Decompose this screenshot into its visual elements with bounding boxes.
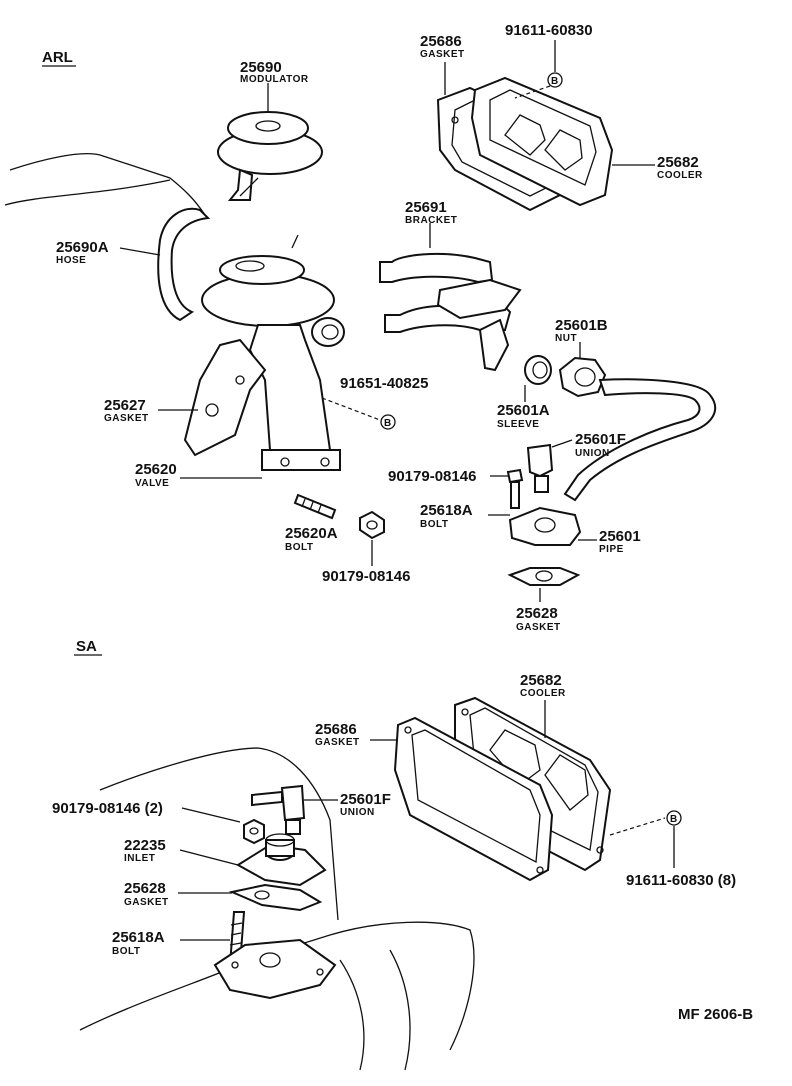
label-25620A-name: BOLT xyxy=(285,542,313,553)
sa-manifold-flange xyxy=(213,938,337,1000)
nut-25601B-part xyxy=(558,356,607,398)
pipe-flange-part xyxy=(508,506,582,546)
sa-label-25628-num: 25628 xyxy=(124,880,166,897)
sa-label-25601F-name: UNION xyxy=(340,807,375,818)
callout-b-2: B xyxy=(551,76,559,87)
sa-label-25686-name: GASKET xyxy=(315,737,360,748)
label-25601-name: PIPE xyxy=(599,544,624,555)
label-25601B-name: NUT xyxy=(555,333,577,344)
label-25601A-num: 25601A xyxy=(497,402,550,419)
sa-label-25686-num: 25686 xyxy=(315,721,357,738)
label-25601F-num: 25601F xyxy=(575,431,626,448)
hose-part xyxy=(157,207,211,322)
label-25618A-name: BOLT xyxy=(420,519,448,530)
sa-gasket-25628-part xyxy=(228,883,323,912)
diagram-code: MF 2606-B xyxy=(678,1006,753,1023)
label-25682-num: 25682 xyxy=(657,154,699,171)
label-25620-num: 25620 xyxy=(135,461,177,478)
sa-label-25628-name: GASKET xyxy=(124,897,169,908)
sa-label-91611-num: 91611-60830 (8) xyxy=(626,872,736,889)
sa-inlet-part xyxy=(236,833,327,887)
sleeve-25601A-part xyxy=(524,355,552,385)
label-25601B-num: 25601B xyxy=(555,317,608,334)
sa-label-25618A-name: BOLT xyxy=(112,946,140,957)
gasket-25628-part xyxy=(507,567,581,586)
label-90179-b-num: 90179-08146 xyxy=(322,568,410,585)
label-25601A-name: SLEEVE xyxy=(497,419,539,430)
label-25628-num: 25628 xyxy=(516,605,558,622)
sa-label-25682-name: COOLER xyxy=(520,688,566,699)
label-25690A-num: 25690A xyxy=(56,239,109,256)
label-25620A-num: 25620A xyxy=(285,525,338,542)
bolt-25620A-part xyxy=(293,493,337,520)
label-25620-name: VALVE xyxy=(135,478,169,489)
nut-90179-part xyxy=(359,510,385,540)
sa-label-90179-num: 90179-08146 (2) xyxy=(52,800,163,817)
sa-union-part xyxy=(251,784,306,835)
sa-label-25682-num: 25682 xyxy=(520,672,562,689)
label-25691-name: BRACKET xyxy=(405,215,457,226)
bracket-25691-part xyxy=(379,252,522,372)
label-25627-num: 25627 xyxy=(104,397,146,414)
section-label-sa: SA xyxy=(76,638,97,655)
label-25690A-name: HOSE xyxy=(56,255,86,266)
egr-valve-part xyxy=(201,234,345,471)
gasket-25627-part xyxy=(183,338,267,457)
label-25682-name: COOLER xyxy=(657,170,703,181)
label-25686-name: GASKET xyxy=(420,49,465,60)
cooler-25682-part xyxy=(470,76,614,207)
label-25691-num: 25691 xyxy=(405,199,447,216)
pipe-25601-part xyxy=(563,378,717,502)
label-25601-num: 25601 xyxy=(599,528,641,545)
sa-nut-part xyxy=(243,818,265,845)
section-label-arl: ARL xyxy=(42,49,73,66)
label-91611-num: 91611-60830 xyxy=(505,22,593,39)
callout-b-3: B xyxy=(670,814,678,825)
label-25690-name: MODULATOR xyxy=(240,74,309,85)
label-25601F-name: UNION xyxy=(575,448,610,459)
union-25601F-part xyxy=(526,443,554,493)
sa-label-25618A-num: 25618A xyxy=(112,929,165,946)
label-25618A-num: 25618A xyxy=(420,502,473,519)
label-25628-name: GASKET xyxy=(516,622,561,633)
label-90179-a-num: 90179-08146 xyxy=(388,468,476,485)
sa-label-25601F-num: 25601F xyxy=(340,791,391,808)
label-25627-name: GASKET xyxy=(104,413,149,424)
callout-b-1: B xyxy=(384,418,392,429)
union-bolt-part xyxy=(506,468,524,509)
sa-label-22235-num: 22235 xyxy=(124,837,166,854)
sa-label-22235-name: INLET xyxy=(124,853,155,864)
label-25690-num: 25690 xyxy=(240,59,282,76)
label-91651-num: 91651-40825 xyxy=(340,375,428,392)
sa-gasket-25686-part xyxy=(393,716,554,882)
label-25686-num: 25686 xyxy=(420,33,462,50)
modulator-part xyxy=(217,111,323,201)
